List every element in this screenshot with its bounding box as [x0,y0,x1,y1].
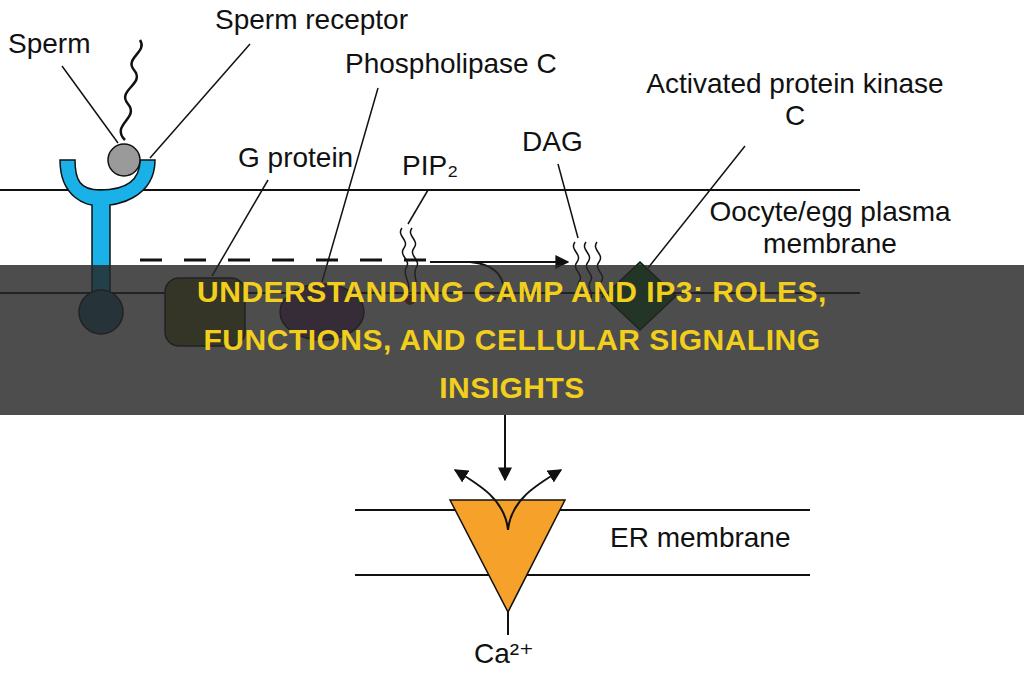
leader-lines [62,44,745,282]
part-label: Ca²⁺ [474,638,534,670]
part-label: G protein [238,142,353,174]
er-membrane-line [355,509,810,511]
part-label: DAG [522,126,583,158]
calcium-release-arrow [455,470,508,530]
part-label: Oocyte/egg plasma membrane [650,196,1010,260]
ip3-arrow [504,415,506,480]
er-membrane-line [355,574,810,576]
calcium-flow [507,612,509,635]
part-label: Phospholipase C [345,48,557,80]
title-text: UNDERSTANDING CAMP AND IP3: ROLES, FUNCT… [132,268,892,412]
dashed-line [140,259,430,262]
part-label: Activated protein kinase C [640,68,950,132]
part-label: Sperm receptor [215,4,408,36]
dag-arrow [430,261,568,263]
title-band: UNDERSTANDING CAMP AND IP3: ROLES, FUNCT… [0,265,1024,415]
calcium-release-arrow [508,470,561,530]
sperm-tail [121,40,142,140]
part-label: PIP₂ [402,150,458,182]
part-label: ER membrane [610,522,791,554]
sperm-head [108,144,140,176]
ip3-receptor-channel [450,500,565,612]
part-label: Sperm [8,28,90,60]
